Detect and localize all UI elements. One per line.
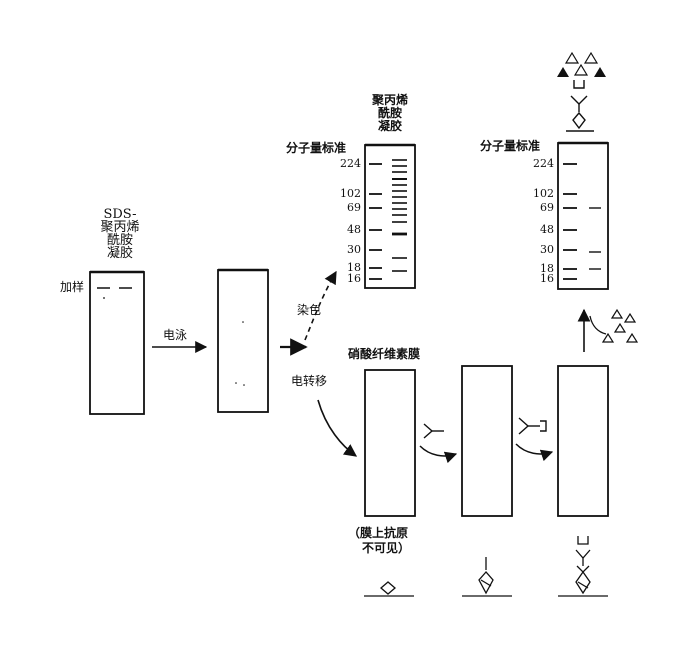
substrate-triangles-icon [601, 308, 639, 343]
load-sample-label: 加样 [60, 280, 85, 294]
membrane-arrow-1 [419, 445, 458, 464]
sample-lane [392, 159, 407, 272]
tick-label: 224 [533, 157, 554, 170]
transfer-label: 电转移 [291, 374, 328, 388]
membrane-3 [557, 365, 609, 517]
marker-title-left: 分子量标准 [286, 141, 347, 155]
membrane-2 [461, 365, 513, 517]
sds-gel-title-line: SDS- [103, 207, 137, 222]
tick-label: 16 [540, 272, 554, 285]
tick-label: 102 [533, 187, 554, 200]
stain-label: 染色 [297, 303, 322, 317]
invisible-antigen-note: （膜上抗原 不可见） [348, 526, 410, 556]
stained-gel-title-line: 凝胶 [377, 119, 402, 133]
secondary-antibody-enzyme-icon [518, 417, 547, 435]
tick-label: 48 [540, 223, 554, 236]
stained-gel [364, 143, 416, 289]
sds-gel [89, 270, 145, 415]
sds-gel-title-line: 酰胺 [106, 233, 133, 248]
stained-gel-title-line: 酰胺 [377, 106, 402, 120]
membrane-title: 硝酸纤维素膜 [348, 347, 421, 361]
substrate-curve [589, 315, 607, 335]
tick-label: 18 [347, 261, 361, 274]
stain-dashed-curve [304, 270, 337, 341]
antigen-full-complex-icon [558, 536, 608, 597]
final-blot [557, 141, 609, 290]
marker-title-right: 分子量标准 [480, 139, 541, 153]
antigen-primary-antibody-icon [462, 557, 512, 597]
antigen-icon [364, 581, 414, 597]
sds-gel-title-line: 聚丙烯 [100, 220, 140, 235]
tick-label: 30 [540, 243, 554, 256]
tick-label: 18 [540, 262, 554, 275]
colored-product-triangles-icon [557, 51, 606, 77]
detection-complex-icon [566, 80, 594, 132]
tick-label: 69 [540, 201, 554, 214]
transfer-curve [317, 399, 358, 457]
electrophoresis-label: 电泳 [163, 328, 188, 342]
primary-antibody-icon [423, 423, 444, 439]
marker-lane [369, 163, 382, 280]
tick-label: 102 [340, 187, 361, 200]
sds-gel-title: SDS- 聚丙烯 酰胺 凝胶 [92, 208, 148, 260]
final-marker-lane [563, 163, 577, 280]
tick-label: 30 [347, 243, 361, 256]
stained-gel-title: 聚丙烯 酰胺 凝胶 [362, 94, 418, 133]
membrane-1 [364, 369, 416, 517]
sds-gel-title-line: 凝胶 [106, 246, 133, 261]
invisible-note-line: （膜上抗原 [348, 526, 409, 540]
stained-gel-title-line: 聚丙烯 [371, 93, 408, 107]
tick-label: 224 [340, 157, 361, 170]
tick-label: 69 [347, 201, 361, 214]
invisible-note-line: 不可见） [362, 541, 411, 555]
tick-label: 16 [347, 272, 361, 285]
tick-label: 48 [347, 223, 361, 236]
final-detected-bands [589, 207, 601, 270]
run-gel [217, 268, 269, 413]
membrane-arrow-2 [515, 443, 554, 462]
